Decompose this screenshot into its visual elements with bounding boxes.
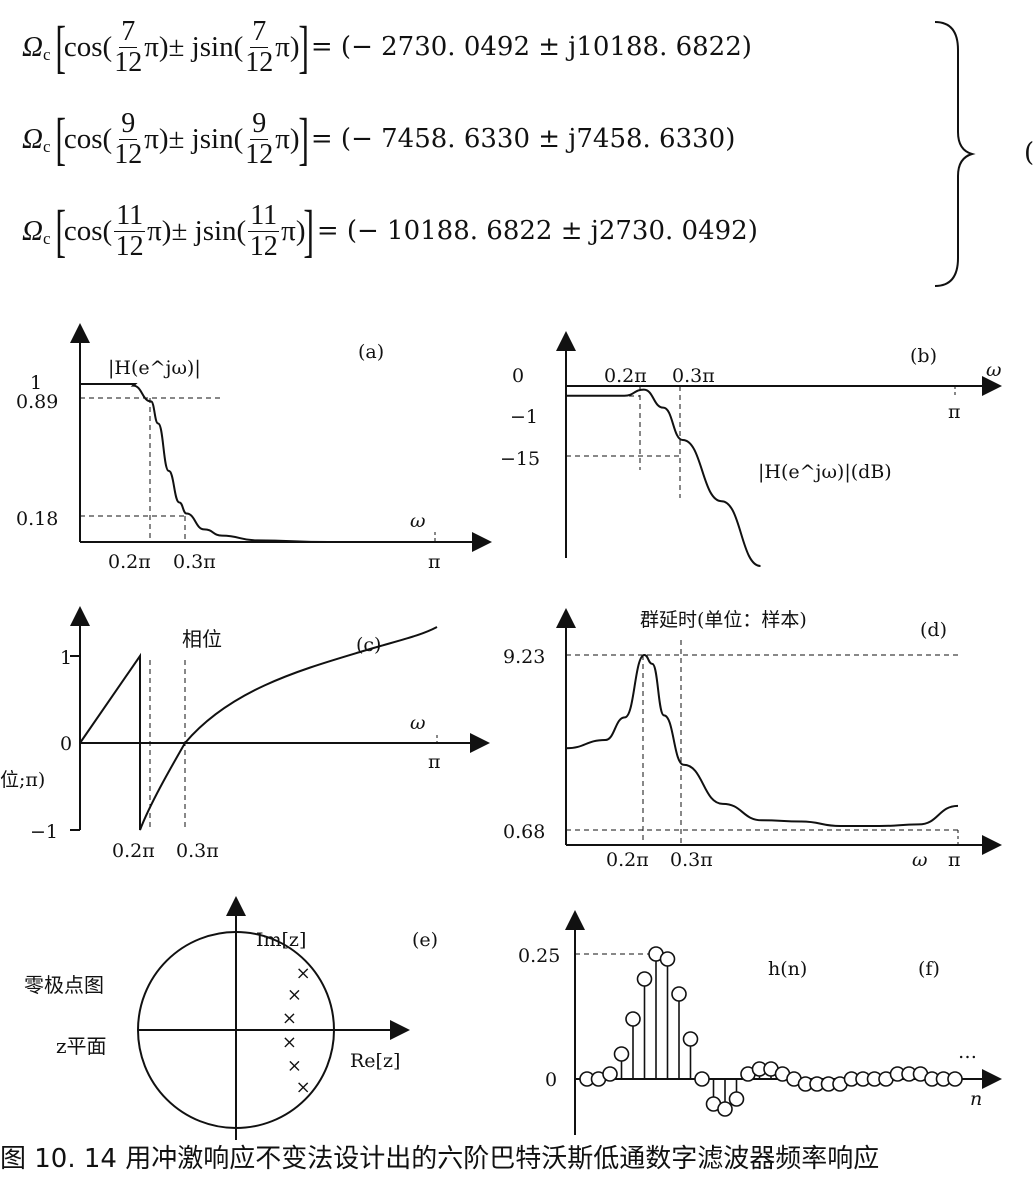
panel-e-label-pz: 零极点图 <box>24 973 104 997</box>
panel-e-label-zplane: z平面 <box>56 1034 107 1058</box>
panel-c-title: 相位 <box>182 627 222 651</box>
panel-c-ytick-1: 1 <box>60 647 72 669</box>
pole-marker: × <box>282 1008 297 1029</box>
panel-b-xtick-0.2pi: 0.2π <box>604 365 647 387</box>
panel-b-ytick-0: 0 <box>512 365 524 387</box>
panel-d-ytick-9.23: 9.23 <box>503 646 545 668</box>
panel-c-ytick-0: 0 <box>60 733 72 755</box>
panel-c-axis-omega: ω <box>410 712 426 734</box>
panel-b: 0 −1 −15 0.2π 0.3π π ω |H(e^jω)|(dB) (b) <box>500 331 1002 567</box>
panel-a-tag: (a) <box>358 341 384 363</box>
panel-b-ytick-minus1: −1 <box>510 406 538 428</box>
panel-c-xtick-0.3pi: 0.3π <box>176 840 219 862</box>
panel-a-ylabel: |H(e^jω)| <box>108 357 201 379</box>
impulse-point <box>625 1011 641 1027</box>
panel-d-xtick-pi: π <box>948 849 961 871</box>
panel-a-xtick-0.2pi: 0.2π <box>108 551 151 573</box>
panel-f-tag: (f) <box>918 958 940 980</box>
panel-d: 9.23 0.68 0.2π 0.3π π ω 群延时(单位：样本) (d) <box>503 608 1002 871</box>
panel-b-xtick-pi: π <box>948 401 961 423</box>
right-brace <box>934 21 976 287</box>
panel-f-ytick-0: 0 <box>545 1069 557 1091</box>
panel-c-curve <box>79 626 438 831</box>
panel-a-axis-omega: ω <box>410 510 426 532</box>
panel-e-tag: (e) <box>412 929 438 951</box>
panel-e-re-label: Re[z] <box>350 1050 400 1072</box>
impulse-stems <box>579 946 963 1117</box>
impulse-point <box>694 1071 710 1087</box>
panel-a-ytick-0.18: 0.18 <box>16 508 58 530</box>
panel-d-curve <box>565 653 959 828</box>
impulse-point <box>613 1046 630 1062</box>
impulse-point <box>682 1031 699 1047</box>
impulse-point <box>728 1091 745 1107</box>
impulse-point <box>602 1066 618 1082</box>
figure-caption: 图 10. 14 用冲激响应不变法设计出的六阶巴特沃斯低通数字滤波器频率响应 <box>0 1144 880 1174</box>
panel-a-xtick-0.3pi: 0.3π <box>173 551 216 573</box>
panel-e-im-label: Im[z] <box>256 929 306 951</box>
impulse-point <box>659 951 676 967</box>
panel-b-curve <box>565 388 761 567</box>
panel-a-ytick-1: 1 <box>30 372 42 394</box>
pole-marker: × <box>296 963 311 984</box>
panel-f-ytick-0.25: 0.25 <box>518 945 560 967</box>
panel-d-tag: (d) <box>920 619 947 641</box>
panel-d-xtick-0.2pi: 0.2π <box>606 849 649 871</box>
panel-c-tag: (c) <box>356 634 381 656</box>
panel-a-curve <box>80 383 435 544</box>
pole-marker: × <box>282 1032 297 1053</box>
panel-e: ×××××× Im[z] Re[z] 零极点图 z平面 (e) <box>24 896 438 1140</box>
panel-d-ytick-0.68: 0.68 <box>503 821 545 843</box>
impulse-point <box>947 1071 963 1087</box>
impulse-point <box>636 971 653 987</box>
panel-f-ylabel: h(n) <box>768 958 807 980</box>
panel-a: 1 0.89 0.18 0.2π 0.3π π ω |H(e^jω)| (a) <box>16 323 492 573</box>
panel-b-ylabel: |H(e^jω)|(dB) <box>758 461 892 483</box>
panel-f-ellipsis: … <box>958 1041 977 1063</box>
panel-c-ytick-minus1: −1 <box>30 821 58 843</box>
panel-d-title: 群延时(单位：样本) <box>640 609 807 631</box>
panel-b-axis-omega: ω <box>986 359 1002 381</box>
panel-b-tag: (b) <box>910 345 937 367</box>
pole-marker: × <box>287 985 302 1006</box>
pole-marker: × <box>287 1055 302 1076</box>
panel-f-axis-n: n <box>970 1088 982 1110</box>
panel-f: 0.25 0 h(n) n … (f) <box>518 910 1002 1135</box>
panel-d-axis-omega: ω <box>912 849 928 871</box>
panel-b-xtick-0.3pi: 0.3π <box>672 365 715 387</box>
panel-c-xtick-0.2pi: 0.2π <box>112 840 155 862</box>
panel-c-yunit: 位;π) <box>0 769 45 791</box>
equation-number: ( <box>1024 138 1034 168</box>
panel-c: 1 0 −1 位;π) 0.2π 0.3π π ω 相位 (c) <box>0 606 490 862</box>
impulse-point <box>717 1101 733 1117</box>
panel-a-xtick-pi: π <box>428 551 441 573</box>
impulse-point <box>671 986 687 1002</box>
panel-a-ytick-0.89: 0.89 <box>16 391 58 413</box>
panel-b-ytick-minus15: −15 <box>500 448 540 470</box>
pole-marker: × <box>296 1077 311 1098</box>
panel-c-xtick-pi: π <box>428 751 441 773</box>
panel-d-xtick-0.3pi: 0.3π <box>670 849 713 871</box>
pole-markers: ×××××× <box>282 963 311 1098</box>
